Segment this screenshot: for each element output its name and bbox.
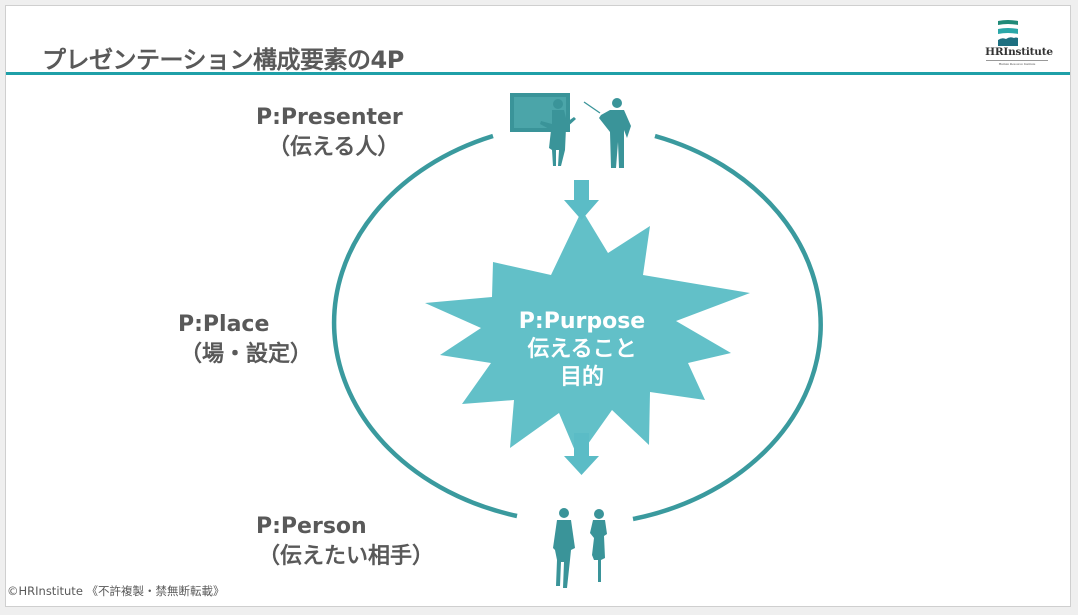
slide-title: プレゼンテーション構成要素の4P xyxy=(42,46,404,74)
hrinstitute-logo-icon xyxy=(998,20,1018,46)
logo-wordmark: HRInstitute xyxy=(985,46,1053,58)
purpose-line2: 伝えること xyxy=(527,337,637,362)
purpose-starburst xyxy=(425,210,750,458)
presenter-title: P:Presenter xyxy=(256,105,403,130)
audience-people-icon xyxy=(553,508,607,588)
person-title: P:Person xyxy=(256,514,367,539)
arrow-down-icon xyxy=(564,433,599,475)
presenter-at-whiteboard-icon xyxy=(510,93,631,168)
hrinstitute-logo: HRInstitute Human Resource Institute xyxy=(984,18,1054,70)
logo-subtitle: Human Resource Institute xyxy=(986,60,1048,66)
person-subtitle: （伝えたい相手） xyxy=(258,544,435,569)
presenter-subtitle: （伝える人） xyxy=(268,135,400,160)
purpose-line3: 目的 xyxy=(559,365,604,390)
presenter-label: P:Presenter （伝える人） xyxy=(256,103,403,163)
place-subtitle: （場・設定） xyxy=(180,342,313,367)
purpose-label: P:Purpose 伝えること 目的 xyxy=(482,308,682,392)
cycle-arc-left xyxy=(331,133,518,519)
purpose-title: P:Purpose xyxy=(518,309,646,334)
arrow-down-icon xyxy=(564,180,599,220)
person-label: P:Person （伝えたい相手） xyxy=(256,512,434,572)
cycle-arc-right xyxy=(632,133,823,522)
place-title: P:Place xyxy=(178,312,270,337)
title-underline xyxy=(6,72,1070,75)
place-label: P:Place （場・設定） xyxy=(178,310,312,370)
copyright-footer: ©HRInstitute 《不許複製・禁無断転載》 xyxy=(7,584,225,598)
